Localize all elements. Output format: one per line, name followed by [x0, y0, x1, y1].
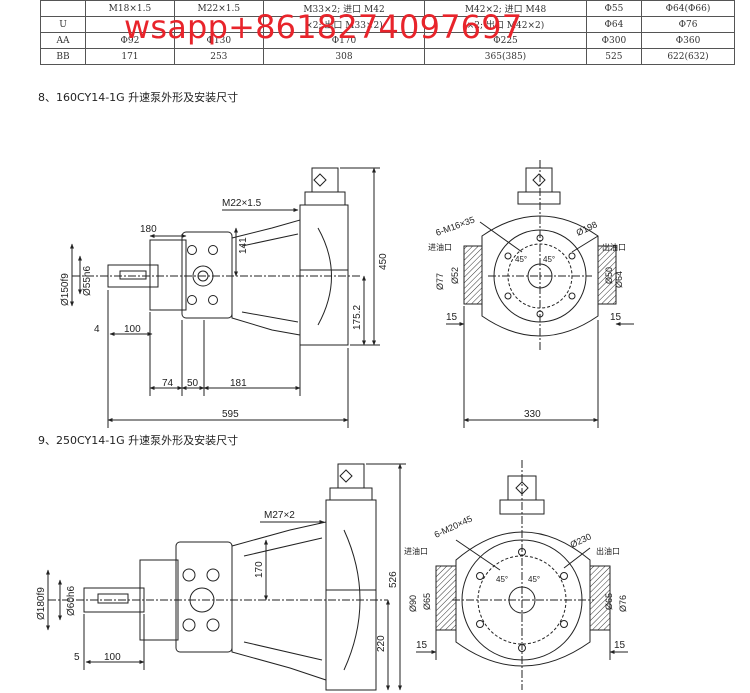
label-m27: M27×2 [264, 510, 295, 521]
table-cell: 525 [585, 48, 643, 65]
label-holes: 6-M16×35 [434, 215, 476, 238]
label-angle-2: 45° [543, 255, 555, 264]
label-181: 181 [230, 378, 247, 389]
section-9-title: 9、250CY14-1G 升速泵外形及安装尺寸 [38, 434, 239, 447]
pump-160-side-labels: M22×1.5 180 141 450 175.2 Ø150f9 Ø55h6 4… [60, 198, 389, 420]
label-d52: Ø52 [450, 267, 460, 284]
label-d90: Ø90 [408, 595, 418, 612]
label-330: 330 [524, 409, 541, 420]
label-shaft-dia-250: Ø180f9 [36, 587, 47, 620]
label-15-right: 15 [610, 312, 622, 323]
label-100: 100 [124, 324, 141, 335]
label-74: 74 [162, 378, 174, 389]
table-cell: 365(385) [424, 48, 587, 65]
label-angle-250-2: 45° [528, 575, 540, 584]
label-angle-250-1: 45° [496, 575, 508, 584]
table-row: U ×2; 出口 M33×2) ×2; 出口 M42×2) Φ64 Φ76 [40, 16, 735, 33]
label-50: 50 [187, 378, 199, 389]
label-pcd: Ø198 [575, 219, 599, 237]
label-angle-1: 45° [515, 255, 527, 264]
label-526: 526 [388, 571, 399, 588]
label-outlet-250: 出油口 [596, 546, 620, 556]
pump-160-side-view [70, 167, 380, 428]
label-15-left-250: 15 [416, 640, 428, 651]
label-outlet: 出油口 [602, 242, 626, 252]
label-175: 175.2 [352, 305, 363, 330]
label-d64: Ø64 [614, 271, 624, 288]
watermark-text: wsapp+8618274097697 [124, 8, 523, 46]
pump-250-side-view [46, 463, 406, 691]
label-inlet: 进油口 [428, 242, 452, 252]
label-d65-right: Ø65 [604, 593, 614, 610]
label-450: 450 [378, 253, 389, 270]
label-inlet-250: 进油口 [404, 546, 428, 556]
label-key-dia: Ø55h6 [82, 266, 93, 296]
label-220: 220 [376, 635, 387, 652]
table-cell: Φ55 [585, 0, 643, 17]
label-4: 4 [94, 324, 100, 335]
label-d77: Ø77 [435, 273, 445, 290]
table-row: AA Φ92 Φ130 Φ170 Φ225 Φ300 Φ360 [40, 32, 735, 49]
pump-160-front-view [446, 160, 634, 428]
label-100-250: 100 [104, 652, 121, 663]
pump-250-side-labels: M27×2 170 526 220 Ø180f9 Ø60h6 5 100 [36, 510, 399, 663]
dimension-table: M18×1.5 M22×1.5 M33×2; 进口 M42 M42×2; 进口 … [40, 0, 735, 65]
row-header: BB [40, 48, 86, 65]
label-d50: Ø50 [604, 267, 614, 284]
label-shaft-dia: Ø150f9 [60, 273, 71, 306]
label-key-dia-250: Ø60h6 [66, 586, 77, 616]
table-row: BB 171 253 308 365(385) 525 622(632) [40, 48, 735, 65]
label-170: 170 [254, 561, 265, 578]
label-141: 141 [238, 237, 249, 254]
label-595: 595 [222, 409, 239, 420]
label-180: 180 [140, 224, 157, 235]
label-d65-left: Ø65 [422, 593, 432, 610]
table-cell: 253 [173, 48, 264, 65]
label-5: 5 [74, 652, 80, 663]
pump-250-front-view [416, 460, 628, 690]
label-pcd-250: Ø230 [569, 531, 593, 549]
table-cell: 622(632) [641, 48, 735, 65]
label-d76: Ø76 [618, 595, 628, 612]
label-15-right-250: 15 [614, 640, 626, 651]
label-15-left: 15 [446, 312, 458, 323]
label-m22: M22×1.5 [222, 198, 262, 209]
section-8-title: 8、160CY14-1G 升速泵外形及安装尺寸 [38, 91, 239, 104]
label-holes-250: 6-M20×45 [433, 514, 474, 540]
